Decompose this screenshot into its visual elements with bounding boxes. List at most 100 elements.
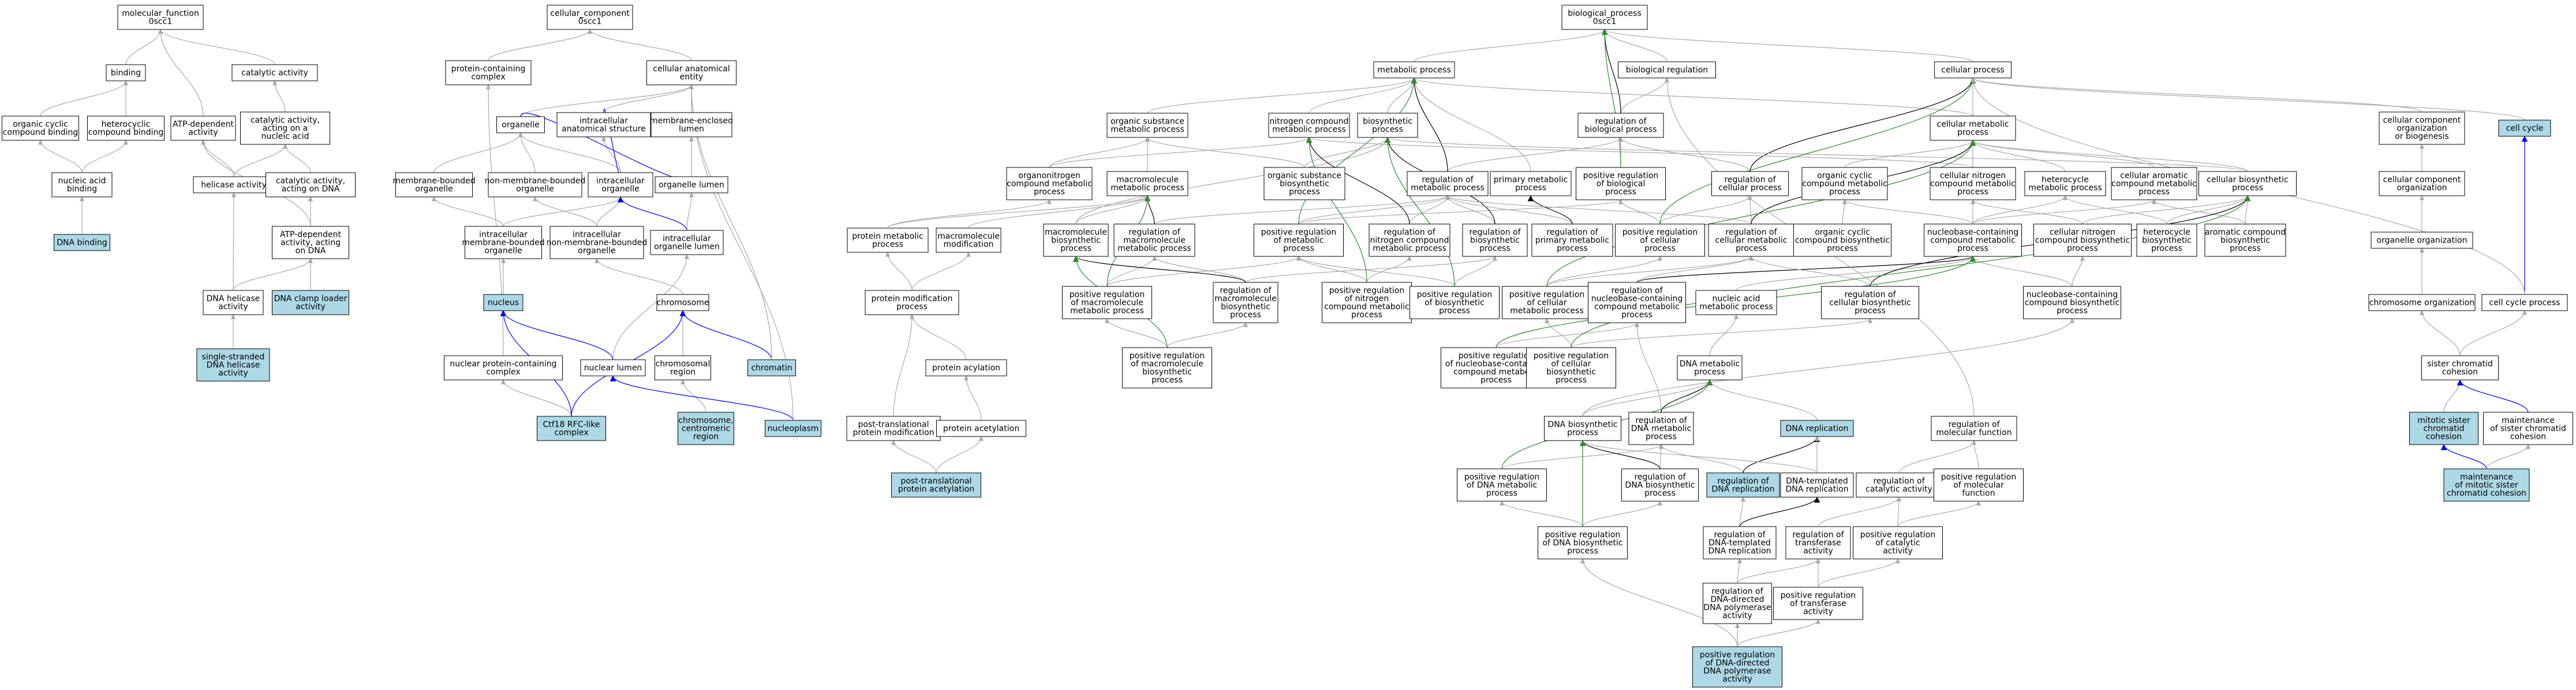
go-term-node-binding[interactable]: binding bbox=[106, 64, 146, 81]
go-term-node-nucleus[interactable]: nucleus bbox=[483, 294, 524, 311]
go-term-node-cat-dna[interactable]: catalytic activity,acting on DNA bbox=[266, 172, 356, 197]
go-term-node-cellular-process[interactable]: cellular process bbox=[1934, 61, 2012, 79]
go-term-node-dna-rep[interactable]: DNA replication bbox=[1780, 420, 1854, 437]
go-term-node-prot-acyl[interactable]: protein acylation bbox=[925, 359, 1007, 376]
go-term-node-bio-reg[interactable]: biological regulation bbox=[1618, 61, 1716, 79]
go-term-node-cell-cycle-proc[interactable]: cell cycle process bbox=[2481, 294, 2568, 311]
go-term-node-prot-acet[interactable]: protein acetylation bbox=[936, 420, 1026, 437]
go-term-node-chrom-org[interactable]: chromosome organization bbox=[2368, 294, 2476, 311]
go-term-node-organelle[interactable]: organelle bbox=[496, 116, 545, 133]
go-term-node-cell-cycle[interactable]: cell cycle bbox=[2498, 120, 2551, 137]
go-term-node-organelle-org[interactable]: organelle organization bbox=[2371, 232, 2473, 249]
go-term-node-chromosome[interactable]: chromosome bbox=[656, 294, 709, 311]
go-term-node-cat-act[interactable]: catalytic activity bbox=[231, 64, 318, 81]
go-term-node-dna-bind[interactable]: DNA binding bbox=[54, 234, 110, 251]
go-term-node-org-lumen[interactable]: organelle lumen bbox=[655, 176, 728, 193]
go-term-node-nuc-lumen[interactable]: nuclear lumen bbox=[580, 359, 646, 376]
go-term-node-helicase[interactable]: helicase activity bbox=[193, 176, 275, 193]
